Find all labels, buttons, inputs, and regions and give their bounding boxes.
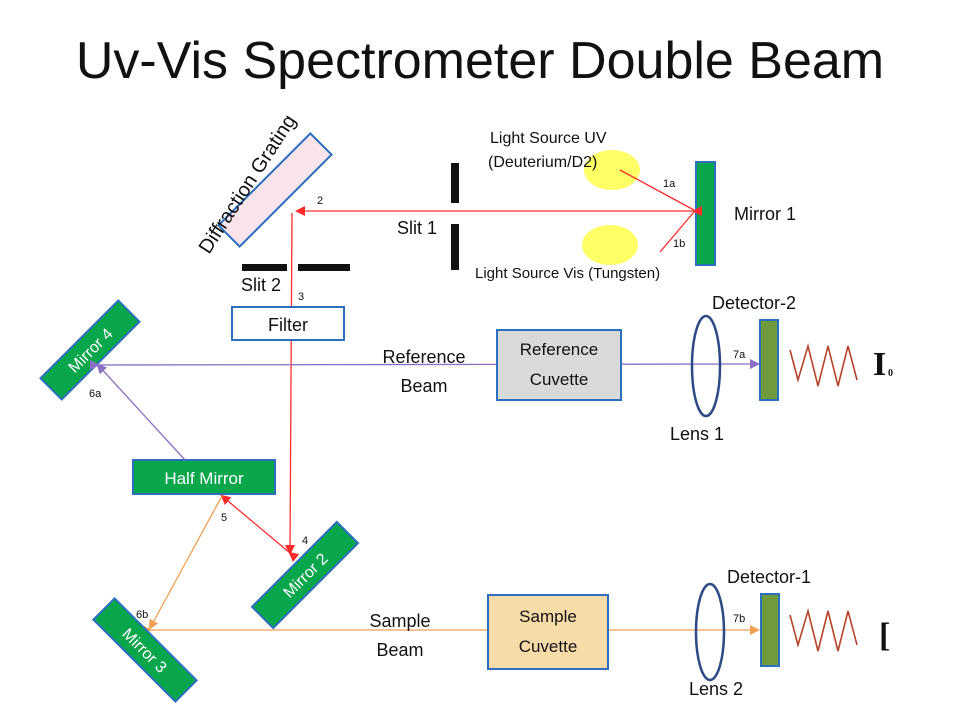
point-4: 4 [302,535,308,547]
slit-1-lower [451,224,459,270]
detector-1-label: Detector-1 [727,567,811,587]
beam-half-mirror-to-mirror4 [96,363,186,461]
lens-1 [690,314,722,418]
detector-2-label: Detector-2 [712,293,796,313]
mirror-2: Mirror 2 [250,520,360,630]
slit-2-left [242,264,287,271]
mirror-4: Mirror 4 [39,299,141,401]
reference-intensity-symbol: I [873,346,886,383]
uv-source-ray [619,169,695,211]
mirror-1-label: Mirror 1 [734,204,796,224]
point-7b: 7b [733,613,745,625]
slit-1-label: Slit 1 [397,218,437,238]
detector-2 [759,319,779,401]
uv-light-source [584,150,640,190]
point-7a: 7a [733,349,746,361]
reference-signal-wave [789,342,858,387]
point-6a: 6a [89,388,102,400]
page-title: Uv-Vis Spectrometer Double Beam [76,32,884,90]
lens-2-label: Lens 2 [689,679,743,699]
beam-grating-to-mirror2 [285,212,296,555]
point-3: 3 [298,291,304,303]
lens-1-label: Lens 1 [670,424,724,444]
point-2: 2 [317,195,323,207]
half-mirror [132,459,276,495]
sample-beam-label-line2: Beam [376,640,423,660]
sample-cuvette-label-line2: Cuvette [519,637,578,656]
sample-cuvette-label-line1: Sample [519,607,577,626]
reference-intensity-subscript: 0 [888,368,893,379]
reference-beam-line [89,359,760,371]
point-1b: 1b [673,238,685,250]
reference-cuvette [496,329,622,401]
slit-2-label: Slit 2 [241,275,281,295]
slit-2-right [298,264,350,271]
vis-source-label: Light Source Vis (Tungsten) [475,265,660,282]
lens-2 [694,582,726,682]
beam-half-mirror-to-mirror3 [149,495,223,630]
vis-source-ray [659,211,695,253]
filter [231,306,345,341]
sample-beam-label-line1: Sample [369,611,430,631]
mirror-1 [695,161,716,266]
reference-beam-label-line2: Beam [400,376,447,396]
sample-signal-wave [789,607,858,652]
sample-cuvette [487,594,609,670]
slit-1-upper [451,163,459,203]
vis-light-source [582,225,638,265]
point-5: 5 [221,512,227,524]
detector-1 [760,593,780,667]
uv-source-label-line1: Light Source UV [490,130,607,147]
reference-cuvette-label-line2: Cuvette [530,370,589,389]
point-6b: 6b [136,609,148,621]
point-1a: 1a [663,178,676,190]
sample-intensity-symbol: [ [879,617,890,654]
half-mirror-label: Half Mirror [164,469,244,488]
diffraction-grating [217,132,333,248]
reference-cuvette-label-line1: Reference [520,340,598,359]
uv-source-label-line2: (Deuterium/D2) [488,154,597,171]
beam-mirror2-to-half-mirror [220,494,300,562]
filter-label: Filter [268,315,308,335]
reference-beam-label-line1: Reference [382,347,465,367]
